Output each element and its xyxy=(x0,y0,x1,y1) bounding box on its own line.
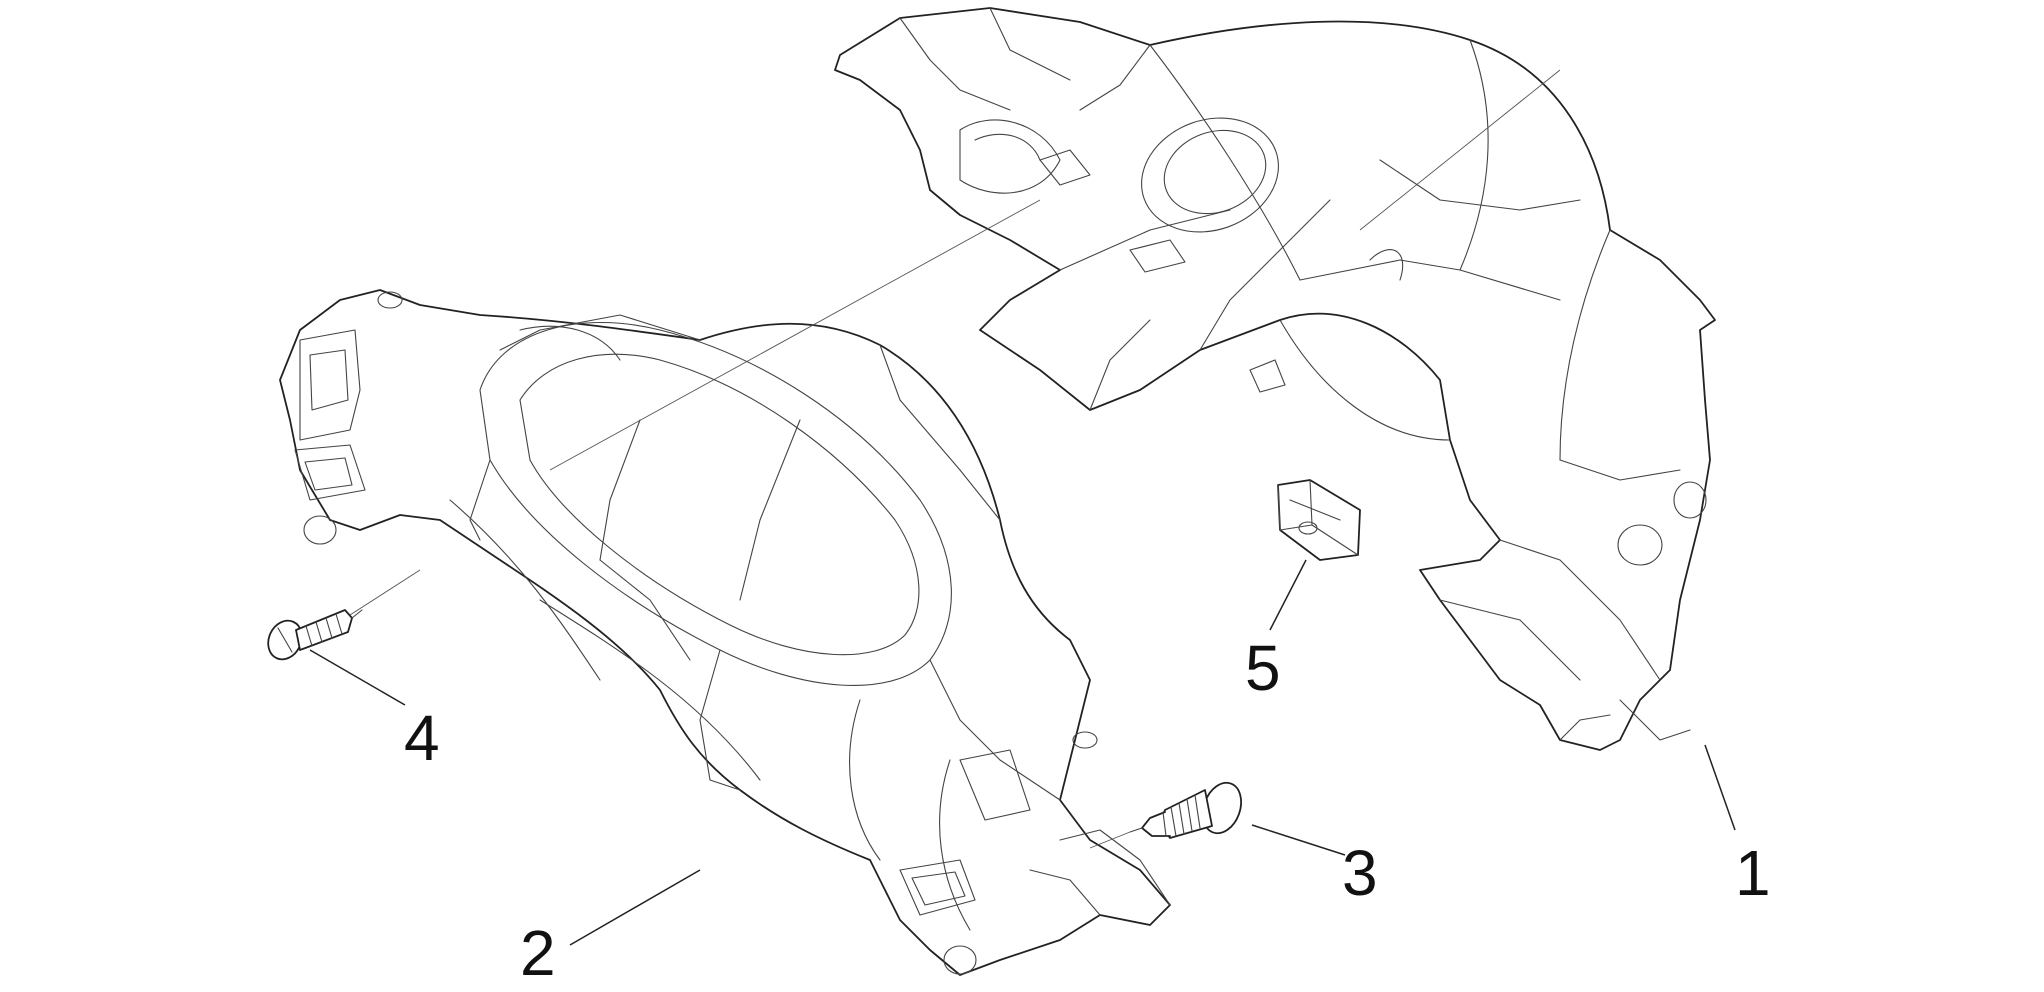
screw-4-axis xyxy=(349,569,421,616)
callout-part-4: 4 xyxy=(404,702,440,774)
part-3-flanged-screw xyxy=(1129,781,1243,839)
part-2-front-handlebar-cover xyxy=(279,199,1171,976)
screw-3-axis xyxy=(1089,831,1131,849)
leader-2 xyxy=(569,869,701,946)
leader-3 xyxy=(1251,824,1346,856)
part-5-speed-nut xyxy=(1277,479,1361,561)
callout-part-3: 3 xyxy=(1342,837,1378,909)
part-4-screw xyxy=(267,609,363,661)
leader-1 xyxy=(1704,744,1736,831)
callout-part-5: 5 xyxy=(1245,632,1281,704)
leader-lines xyxy=(309,559,1736,946)
part-1-rear-handlebar-cover xyxy=(834,7,1716,751)
callout-part-1: 1 xyxy=(1735,837,1771,909)
leader-5 xyxy=(1269,559,1307,631)
callout-part-2: 2 xyxy=(520,917,556,989)
leader-4 xyxy=(309,649,406,706)
